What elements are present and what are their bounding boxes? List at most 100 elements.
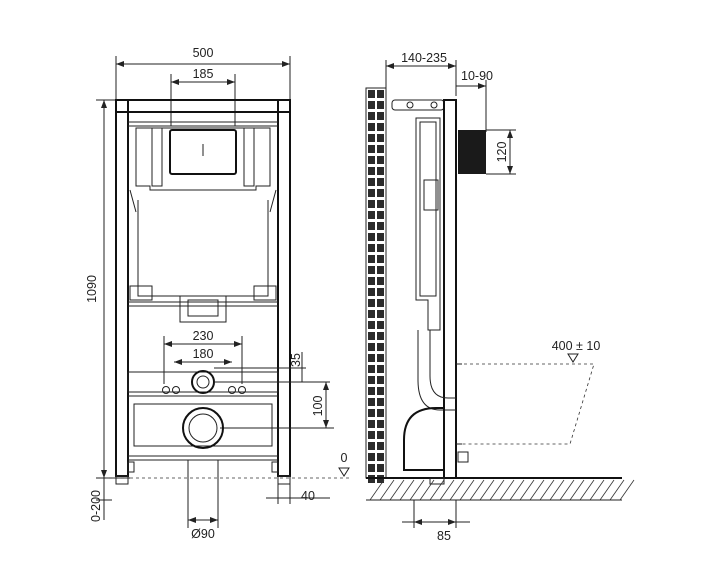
floor-hatch	[619, 479, 635, 501]
outlet-bend	[403, 407, 445, 471]
dim-drain-offset: 35	[289, 353, 303, 367]
floor-hatch	[529, 479, 545, 501]
brick	[368, 321, 375, 329]
brick	[377, 200, 384, 208]
brick	[377, 464, 384, 472]
floor-hatch	[459, 479, 475, 501]
brick	[377, 332, 384, 340]
brick	[377, 101, 384, 109]
brick	[377, 134, 384, 142]
brick	[377, 420, 384, 428]
floor-hatch	[589, 479, 605, 501]
brick	[377, 387, 384, 395]
drain-pipe	[191, 370, 215, 394]
floor-hatch	[579, 479, 595, 501]
brick	[368, 277, 375, 285]
brick	[377, 310, 384, 318]
dim-wall-depth: 140-235	[401, 51, 447, 65]
brick	[377, 288, 384, 296]
brick	[377, 222, 384, 230]
brick	[368, 453, 375, 461]
brick	[368, 156, 375, 164]
floor-hatch	[559, 479, 575, 501]
brick	[368, 431, 375, 439]
floor-hatch	[549, 479, 565, 501]
floor-hatch	[489, 479, 505, 501]
brick	[368, 420, 375, 428]
brick	[377, 211, 384, 219]
foot-left	[115, 475, 129, 485]
brick	[377, 255, 384, 263]
brick	[368, 310, 375, 318]
dim-leg-adjust: 0-200	[89, 490, 103, 522]
brick	[377, 90, 384, 98]
floor-hatch	[599, 479, 615, 501]
floor-hatch	[609, 479, 625, 501]
brick	[368, 354, 375, 362]
frame-top-bar	[115, 99, 291, 113]
brick	[368, 112, 375, 120]
brick	[368, 189, 375, 197]
floor-hatch	[509, 479, 525, 501]
dim-frame-gap: 10-90	[461, 69, 493, 83]
brick	[368, 255, 375, 263]
frame-left-upright	[115, 99, 129, 477]
frame-right-upright	[277, 99, 291, 477]
dim-pipe-spacing-inner: 180	[193, 347, 214, 361]
brick	[368, 178, 375, 186]
flush-plate-opening	[169, 129, 237, 175]
brick	[377, 233, 384, 241]
dim-height: 1090	[85, 275, 99, 303]
dim-bowl-height: 400 ± 10	[552, 339, 601, 353]
brick	[368, 211, 375, 219]
dim-outlet-diameter: Ø90	[191, 527, 215, 541]
floor-hatch	[499, 479, 515, 501]
brick	[368, 464, 375, 472]
floor-hatch	[479, 479, 495, 501]
brick	[368, 123, 375, 131]
floor-hatch	[439, 479, 455, 501]
brick	[368, 343, 375, 351]
dim-pipe-spacing-outer: 230	[193, 329, 214, 343]
dim-drain-to-outlet: 100	[311, 396, 325, 417]
floor-hatch	[409, 479, 425, 501]
floor-hatch	[389, 479, 405, 501]
brick	[377, 277, 384, 285]
brick	[377, 442, 384, 450]
floor-hatch	[569, 479, 585, 501]
brick	[377, 343, 384, 351]
brick	[368, 244, 375, 252]
brick	[377, 156, 384, 164]
brick	[368, 332, 375, 340]
brick	[377, 354, 384, 362]
floor-hatch	[429, 479, 445, 501]
brick	[377, 244, 384, 252]
dim-foot-depth: 85	[437, 529, 451, 543]
side-view: 140-235 10-90 120 400 ± 10	[365, 51, 635, 543]
brick	[368, 222, 375, 230]
dim-tank-width: 185	[193, 67, 214, 81]
floor-hatch	[539, 479, 555, 501]
brick	[368, 409, 375, 417]
tank-top	[135, 127, 271, 191]
brick	[377, 409, 384, 417]
brick	[377, 299, 384, 307]
tank-side	[415, 117, 441, 331]
brick	[377, 431, 384, 439]
brick	[368, 167, 375, 175]
outlet-pipe	[182, 407, 224, 449]
brick	[377, 123, 384, 131]
brick	[377, 266, 384, 274]
bowl-level-marker	[567, 353, 579, 363]
brick	[368, 200, 375, 208]
tank-body	[137, 200, 269, 297]
floor-hatch	[369, 479, 385, 501]
brick	[377, 178, 384, 186]
brick	[377, 365, 384, 373]
brick	[377, 376, 384, 384]
brick	[368, 266, 375, 274]
brick	[368, 442, 375, 450]
dim-foot-offset: 40	[301, 489, 315, 503]
tank-outlet	[179, 295, 227, 323]
floor-hatch	[449, 479, 465, 501]
